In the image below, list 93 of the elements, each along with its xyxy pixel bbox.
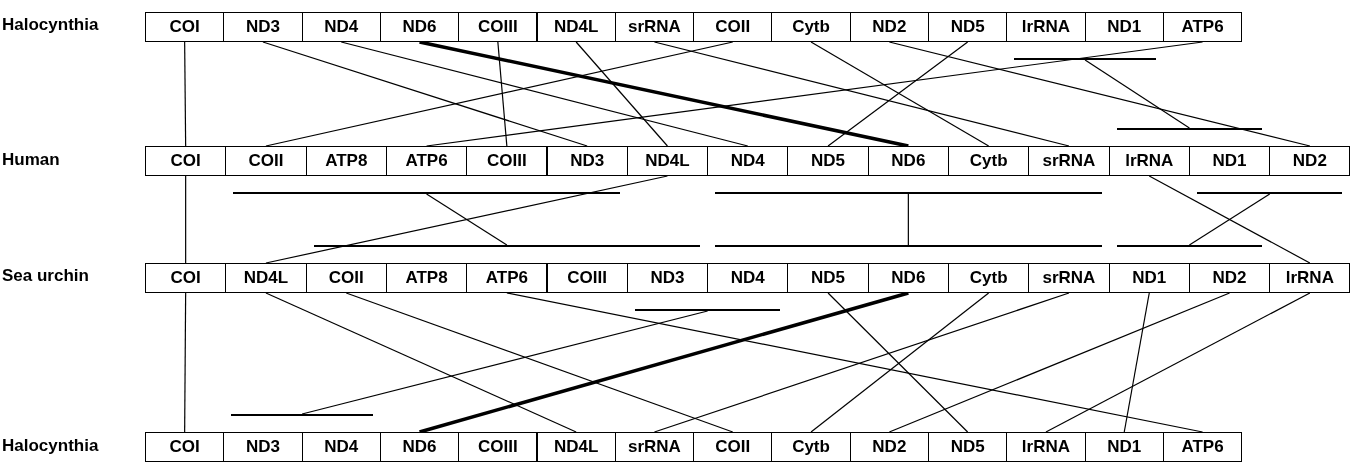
connector-line <box>810 41 990 147</box>
connector-line <box>810 292 990 433</box>
gene-box: ND4 <box>301 12 381 42</box>
connector-line <box>265 41 734 147</box>
row-label: Halocynthia <box>2 436 99 456</box>
gene-box: COI <box>145 263 227 293</box>
gene-box: COII <box>693 432 773 462</box>
gene-box: lrRNA <box>1006 12 1086 42</box>
connector-line <box>1123 292 1150 433</box>
gene-box: COII <box>305 263 387 293</box>
gene-box: ND5 <box>928 432 1008 462</box>
row-label: Sea urchin <box>2 266 89 286</box>
connector-line <box>265 292 577 433</box>
gene-box: Cytb <box>771 432 851 462</box>
gene-box: srRNA <box>1028 146 1110 176</box>
gene-box: COI <box>145 12 225 42</box>
connector-line <box>184 292 187 433</box>
gene-box: COIII <box>546 263 628 293</box>
gene-box: COI <box>145 146 227 176</box>
gene-box: ND1 <box>1084 12 1164 42</box>
gene-box: COIII <box>458 12 538 42</box>
gene-box: ND2 <box>1269 146 1351 176</box>
connector-line <box>575 41 669 147</box>
connector-line <box>827 41 969 147</box>
connector-line <box>345 292 734 433</box>
gene-box: ND1 <box>1108 263 1190 293</box>
gene-box: ND4 <box>707 263 789 293</box>
connector-line <box>1084 59 1190 129</box>
gene-box: ATP6 <box>466 263 548 293</box>
connector-line <box>1188 193 1271 246</box>
gene-box: srRNA <box>614 12 695 42</box>
gene-box: srRNA <box>614 432 695 462</box>
connector-line <box>185 175 187 264</box>
gene-box: ND3 <box>223 12 303 42</box>
connector-line <box>265 175 669 264</box>
gene-box: lrRNA <box>1006 432 1086 462</box>
gene-box: ATP6 <box>385 146 468 176</box>
gene-box: ND4L <box>536 432 616 462</box>
gene-box: COIII <box>466 146 548 176</box>
connector-line <box>888 292 1231 433</box>
connector-line <box>497 41 508 147</box>
gene-box: ND6 <box>867 146 949 176</box>
gene-box: ND5 <box>787 146 869 176</box>
gene-box: COII <box>693 12 773 42</box>
gene-box: ND3 <box>626 263 709 293</box>
gene-box: lrRNA <box>1108 146 1190 176</box>
gene-box: ND5 <box>928 12 1008 42</box>
gene-box: ND2 <box>849 12 929 42</box>
connector-line <box>888 41 1311 147</box>
gene-box: ND5 <box>787 263 869 293</box>
gene-box: ATP8 <box>305 146 387 176</box>
gene-box: ND6 <box>379 432 460 462</box>
gene-box: ND4 <box>301 432 381 462</box>
connector-line <box>419 40 909 148</box>
connector-line <box>340 41 749 147</box>
connector-line <box>425 41 1204 147</box>
gene-box: ND3 <box>546 146 628 176</box>
connector-line <box>827 292 969 433</box>
gene-box: ND4L <box>536 12 616 42</box>
connector-line <box>907 193 909 246</box>
gene-box: ND4L <box>626 146 709 176</box>
connector-line <box>419 291 909 434</box>
gene-box: Cytb <box>948 263 1030 293</box>
connector-line <box>425 193 508 246</box>
connector-line <box>1148 175 1311 264</box>
connector-line <box>653 41 1070 147</box>
gene-box: ND2 <box>1188 263 1271 293</box>
gene-box: ND4 <box>707 146 789 176</box>
gene-box: ND4L <box>225 263 307 293</box>
connector-line <box>184 41 187 147</box>
gene-box: ATP8 <box>385 263 468 293</box>
gene-box: lrRNA <box>1269 263 1351 293</box>
gene-box: COII <box>225 146 307 176</box>
gene-box: ND3 <box>223 432 303 462</box>
gene-box: ND1 <box>1084 432 1164 462</box>
gene-box: COI <box>145 432 225 462</box>
gene-box: ND6 <box>867 263 949 293</box>
row-label: Halocynthia <box>2 15 99 35</box>
gene-box: COIII <box>458 432 538 462</box>
gene-box: ND6 <box>379 12 460 42</box>
connector-line <box>653 292 1070 433</box>
connector-line <box>506 292 1204 433</box>
gene-box: Cytb <box>948 146 1030 176</box>
connector-line <box>301 310 709 415</box>
gene-box: ATP6 <box>1162 12 1243 42</box>
gene-box: srRNA <box>1028 263 1110 293</box>
connector-line <box>1045 292 1311 433</box>
row-label: Human <box>2 150 60 170</box>
gene-box: ND2 <box>849 432 929 462</box>
gene-box: Cytb <box>771 12 851 42</box>
gene-box: ND1 <box>1188 146 1271 176</box>
gene-box: ATP6 <box>1162 432 1243 462</box>
connector-line <box>262 41 588 147</box>
